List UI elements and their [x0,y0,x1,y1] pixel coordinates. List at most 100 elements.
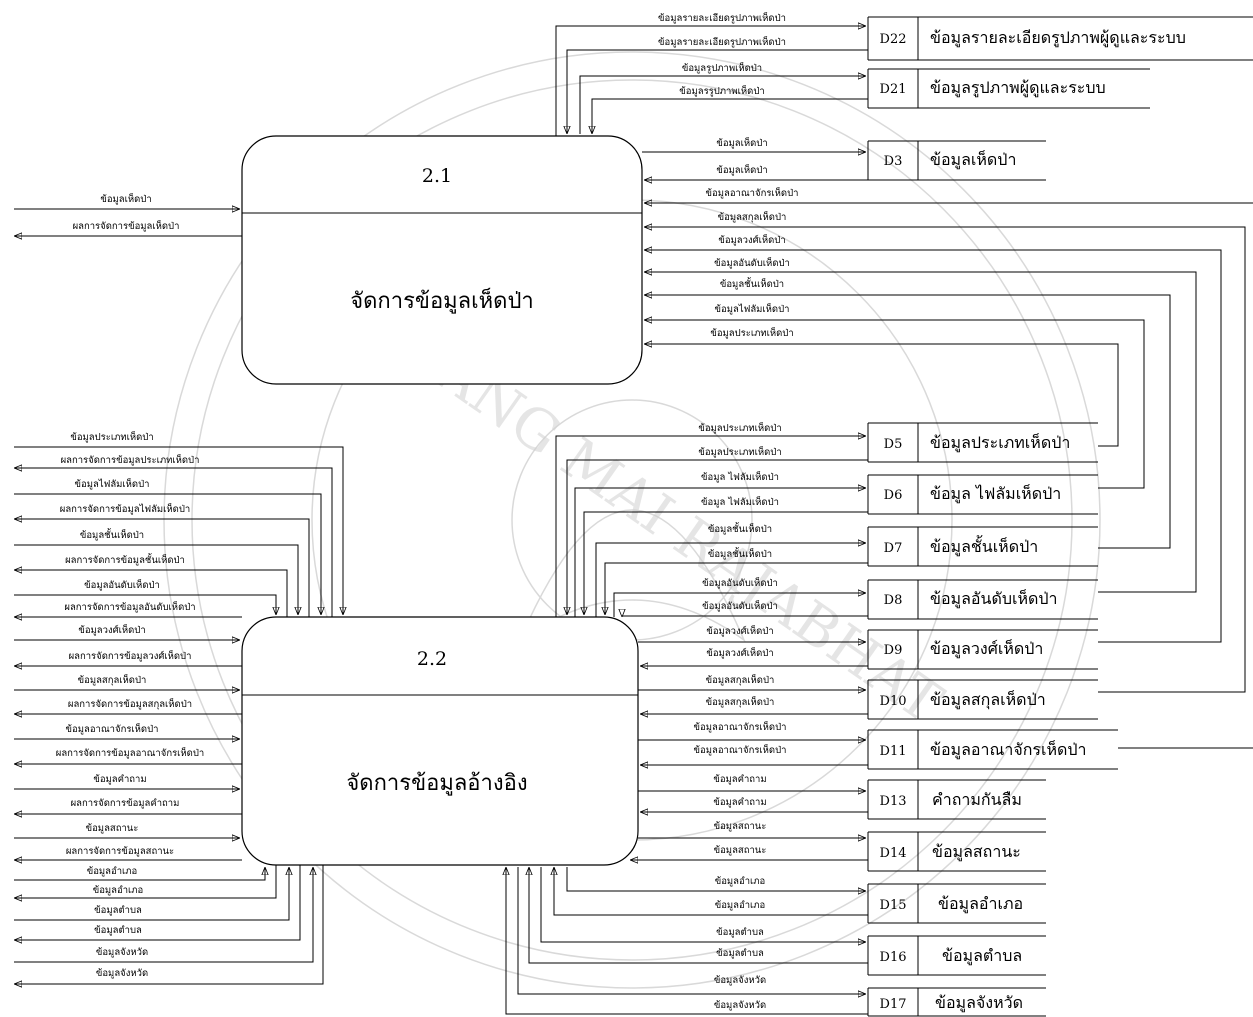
d21-id: D21 [880,82,907,97]
flow-return-class: ข้อมูลชั้นเห็ดป่า [644,277,1171,549]
flow-label: ข้อมูลจังหวัด [96,947,148,958]
flow-label: ข้อมูลคำถาม [713,797,766,808]
flow-label: ข้อมูลวงศ์เห็ดป่า [706,646,773,659]
data-store-d11: D11 ข้อมูลอาณาจักรเห็ดป่า [867,729,1118,770]
data-store-d3: D3 ข้อมูลเห็ดป่า [867,140,1046,181]
d11-name: ข้อมูลอาณาจักรเห็ดป่า [930,739,1087,760]
flow-label: ข้อมูลสถานะ [86,823,139,834]
flow-label: ข้อมูลประเภทเห็ดป่า [710,326,793,339]
d15-name: ข้อมูลอำเภอ [938,894,1023,914]
flow-left-family: ข้อมูลวงศ์เห็ดป่า ผลการจัดการข้อมูลวงศ์เ… [14,623,242,666]
data-store-d16: D16 ข้อมูลตำบล [867,935,1046,976]
flow-label: ข้อมูลวงศ์เห็ดป่า [706,624,773,637]
d22-id: D22 [880,32,907,47]
flow-label: ข้อมูลตำบล [94,905,142,916]
flow-label: ข้อมูลสกุลเห็ดป่า [706,673,775,686]
flow-left-order: ข้อมูลอันดับเห็ดป่า ผลการจัดการข้อมูลอัน… [14,578,276,617]
flow-label: ผลการจัดการข้อมูลไฟลัมเห็ดป่า [60,502,190,515]
flow-label: ข้อมูล ไฟลัมเห็ดป่า [701,470,779,483]
flow-label: ข้อมูลชั้นเห็ดป่า [708,547,772,560]
process-2-1: 2.1 จัดการข้อมูลเห็ดป่า [241,135,643,385]
flow-return-kingdom: ข้อมูลอาณาจักรเห็ดป่า [644,186,1253,749]
flow-label: ข้อมูลจังหวัด [714,975,766,986]
flow-label: ข้อมูลคำถาม [713,774,766,785]
flow-label: ข้อมูลจังหวัด [714,1000,766,1011]
data-store-d14: D14 ข้อมูลสถานะ [867,831,1046,872]
d7-id: D7 [884,541,903,556]
d9-id: D9 [884,643,903,658]
flow-left-province: ข้อมูลจังหวัด ข้อมูลจังหวัด [14,865,324,984]
flow-left-tambon: ข้อมูลตำบล ข้อมูลตำบล [14,865,301,940]
data-store-d17: D17 ข้อมูลจังหวัด [867,987,1046,1017]
flow-label: ข้อมูลอำเภอ [93,885,144,896]
flow-label: ข้อมูลชั้นเห็ดป่า [720,277,784,290]
d17-id: D17 [880,997,907,1012]
flow-label: ผลการจัดการข้อมูลอาณาจักรเห็ดป่า [56,746,204,759]
data-store-d9: D9 ข้อมูลวงศ์เห็ดป่า [867,629,1098,670]
flow-label: ข้อมูลสกุลเห็ดป่า [706,695,775,708]
d3-id: D3 [884,154,903,169]
flow-label: ผลการจัดการข้อมูลสถานะ [66,846,174,857]
process-2-2: 2.2 จัดการข้อมูลอ้างอิง [241,616,639,866]
flow-label: ข้อมูลจังหวัด [96,968,148,979]
d11-id: D11 [880,744,907,759]
flow-label: ข้อมูลอำเภอ [87,866,138,877]
flow-d11: ข้อมูลอาณาจักรเห็ดป่า ข้อมูลอาณาจักรเห็ด… [638,720,868,765]
flow-label: ข้อมูลรูปภาพเห็ดป่า [682,61,762,74]
flow-label: ผลการจัดการข้อมูลสกุลเห็ดป่า [68,697,192,710]
flow-external-2-1: ข้อมูลเห็ดป่า ผลการจัดการข้อมูลเห็ดป่า [14,192,242,236]
flow-label: ข้อมูลวงศ์เห็ดป่า [78,623,145,636]
data-store-d15: D15 ข้อมูลอำเภอ [867,883,1046,924]
flow-left-status: ข้อมูลสถานะ ผลการจัดการข้อมูลสถานะ [14,823,242,860]
flow-label: ข้อมูลคำถาม [93,774,146,785]
flow-left-genus: ข้อมูลสกุลเห็ดป่า ผลการจัดการข้อมูลสกุลเ… [14,673,242,714]
flow-d3: ข้อมูลเห็ดป่า ข้อมูลเห็ดป่า [642,136,868,180]
flow-label: ข้อมูลอาณาจักรเห็ดป่า [66,722,159,735]
flow-label: ข้อมูลอันดับเห็ดป่า [702,576,778,589]
flow-label: ข้อมูลตำบล [94,925,142,936]
flow-label: ข้อมูลอำเภอ [715,900,766,911]
flow-label: ข้อมูลอันดับเห็ดป่า [84,578,160,591]
flow-d15: ข้อมูลอำเภอ ข้อมูลอำเภอ [554,867,868,916]
flow-label: ข้อมูลไฟลัมเห็ดป่า [75,477,150,490]
d7-name: ข้อมูลชั้นเห็ดป่า [930,535,1038,557]
d3-name: ข้อมูลเห็ดป่า [930,149,1016,170]
flow-label: ข้อมูลประเภทเห็ดป่า [698,421,781,434]
flow-return-order: ข้อมูลอันดับเห็ดป่า [644,256,1197,593]
d13-id: D13 [880,794,907,809]
d17-name: ข้อมูลจังหวัด [935,993,1023,1013]
process-2-2-number: 2.2 [417,648,447,670]
flow-label: ข้อมูลชั้นเห็ดป่า [708,522,772,535]
flow-d14: ข้อมูลสถานะ ข้อมูลสถานะ [630,821,868,860]
data-store-d7: D7 ข้อมูลชั้นเห็ดป่า [867,526,1098,567]
d15-id: D15 [880,898,907,913]
flow-label: ข้อมูลเห็ดป่า [716,163,767,176]
flow-label: ข้อมูลชั้นเห็ดป่า [80,528,144,541]
flow-label: ข้อมูลอันดับเห็ดป่า [714,256,790,269]
flow-label: ข้อมูลรายละเอียดรูปภาพเห็ดป่า [658,11,786,24]
flow-label: ข้อมูลอาณาจักรเห็ดป่า [694,743,787,756]
data-store-d5: D5 ข้อมูลประเภทเห็ดป่า [867,422,1098,463]
flow-label: ข้อมูลอันดับเห็ดป่า [702,599,778,612]
d8-name: ข้อมูลอันดับเห็ดป่า [930,588,1058,609]
flow-d16: ข้อมูลตำบล ข้อมูลตำบล [529,867,868,964]
flow-d13: ข้อมูลคำถาม ข้อมูลคำถาม [638,774,868,812]
d22-name: ข้อมูลรายละเอียดรูปภาพผู้ดูและระบบ [930,28,1186,48]
data-store-d13: D13 คำถามกันลืม [867,779,1046,820]
flow-label: ข้อมูลประเภทเห็ดป่า [70,430,153,443]
data-store-d6: D6 ข้อมูล ไฟลัมเห็ดป่า [867,474,1098,515]
flow-left-phylum: ข้อมูลไฟลัมเห็ดป่า ผลการจัดการข้อมูลไฟลั… [14,477,321,617]
flow-label: ข้อมูลเห็ดป่า [716,136,767,149]
flow-d21: ข้อมูลรูปภาพเห็ดป่า ข้อมูลรรูปภาพเห็ดป่า [579,61,868,134]
flow-label: ผลการจัดการข้อมูลอันดับเห็ดป่า [64,600,195,613]
flow-label: ผลการจัดการข้อมูลประเภทเห็ดป่า [61,453,200,466]
flow-label: ข้อมูลสกุลเห็ดป่า [718,210,787,223]
flow-label: ข้อมูลอำเภอ [715,876,766,887]
flow-return-phylum: ข้อมูลไฟลัมเห็ดป่า [644,302,1145,489]
d6-name: ข้อมูล ไฟลัมเห็ดป่า [930,483,1061,504]
flow-d6: ข้อมูล ไฟลัมเห็ดป่า ข้อมูล ไฟลัมเห็ดป่า [574,470,868,617]
flow-left-kingdom: ข้อมูลอาณาจักรเห็ดป่า ผลการจัดการข้อมูลอ… [14,722,242,764]
flow-label: ข้อมูลไฟลัมเห็ดป่า [715,302,790,315]
process-2-2-title: จัดการข้อมูลอ้างอิง [346,771,527,796]
